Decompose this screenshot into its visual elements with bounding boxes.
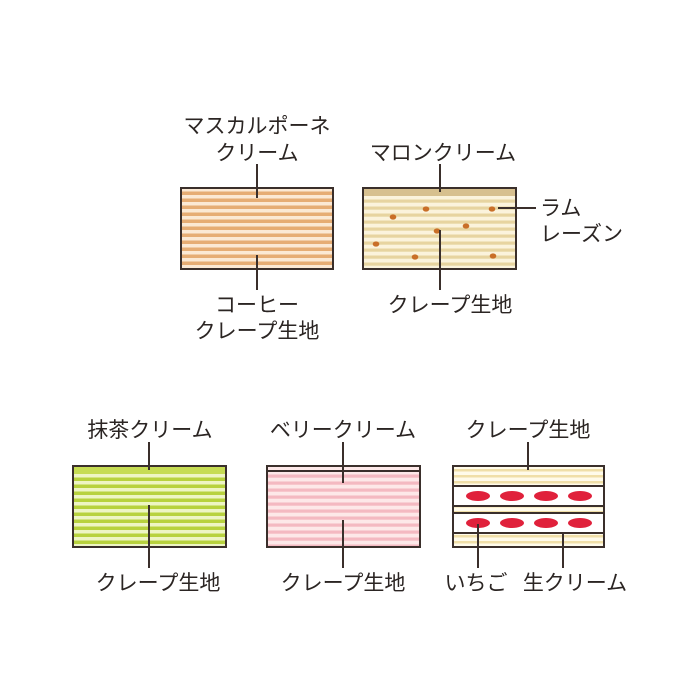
coffee-crepe-layer	[181, 198, 333, 202]
strawberry-slice	[500, 491, 524, 501]
coffee-bottom-label-line1: コーヒー	[215, 293, 299, 317]
raisin	[422, 206, 430, 212]
matcha-bottom-label: クレープ生地	[96, 571, 221, 595]
coffee-crepe-layer	[181, 226, 333, 230]
coffee-crepe-layer	[181, 240, 333, 244]
marron-crepe-layer	[363, 220, 516, 224]
berry-top-label: ベリークリーム	[270, 418, 416, 442]
strawberry-top-label: クレープ生地	[466, 418, 591, 442]
marron-crepe-layer	[363, 227, 516, 231]
berry-crepe-layer	[267, 481, 420, 485]
strawberry-crepe-layer	[453, 481, 604, 484]
matcha-crepe-layer	[73, 491, 226, 495]
coffee-crepe-layer	[181, 212, 333, 216]
strawberry-crepe-layer	[453, 469, 604, 472]
strawberry-slice	[466, 518, 490, 528]
raisin	[488, 206, 496, 212]
raisin	[372, 241, 380, 247]
matcha-top-label: 抹茶クリーム	[87, 418, 212, 442]
strawberry-slice	[466, 491, 490, 501]
marron-crepe-layer	[363, 213, 516, 217]
cake-berry: ベリークリーム クレープ生地	[266, 418, 421, 595]
ichigo-label: いちご	[445, 571, 508, 595]
coffee-crepe-layer	[181, 205, 333, 209]
berry-crepe-layer	[267, 509, 420, 513]
raisin	[433, 228, 441, 234]
raisin	[389, 214, 397, 220]
strawberry-slice	[534, 518, 558, 528]
strawberry-slices	[466, 491, 592, 528]
coffee-top-label-line2: クリーム	[215, 141, 298, 165]
cream-layer-lower	[453, 513, 604, 533]
raisin-label-line1: ラム	[540, 196, 581, 220]
coffee-crepe-layer	[181, 233, 333, 237]
strawberry-slice	[534, 491, 558, 501]
strawberry-slice	[500, 518, 524, 528]
matcha-crepe-layer	[73, 484, 226, 488]
berry-bottom-label: クレープ生地	[281, 571, 406, 595]
coffee-bottom-label-line2: クレープ生地	[195, 319, 320, 343]
matcha-crepe-layer	[73, 498, 226, 502]
berry-crepe-layer	[267, 516, 420, 520]
strawberry-crepe-layer	[453, 541, 604, 544]
raisin-label-line2: レーズン	[540, 222, 623, 246]
strawberry-slice	[568, 491, 592, 501]
raisin	[462, 223, 470, 229]
marron-crepe-layer	[363, 199, 516, 203]
cake-marron: マロンクリーム ラム レーズン クレープ生地	[362, 141, 623, 317]
strawberry-crepe-layer	[453, 475, 604, 478]
berry-crepe-layer	[267, 488, 420, 492]
marron-crepe-layer	[363, 206, 516, 210]
coffee-crepe-layer	[181, 247, 333, 251]
cake-strawberry: クレープ生地 いちご 生クリーム	[445, 418, 628, 595]
coffee-crepe-layer	[181, 219, 333, 223]
cake-coffee: マスカルポーネ クリーム コーヒー クレープ生地	[180, 114, 334, 343]
coffee-top-label-line1: マスカルポーネ	[184, 114, 331, 138]
matcha-crepe-layer	[73, 477, 226, 481]
strawberry-slice	[568, 518, 592, 528]
raisin	[411, 254, 419, 260]
marron-top-label: マロンクリーム	[370, 141, 516, 165]
cake-matcha: 抹茶クリーム クレープ生地	[72, 418, 227, 595]
marron-bottom-label: クレープ生地	[388, 293, 513, 317]
strawberry-crepe-layer	[453, 535, 604, 538]
nama-cream-label: 生クリーム	[523, 571, 627, 595]
raisin	[489, 253, 497, 259]
berry-crepe-layer	[267, 502, 420, 506]
rum-raisins	[372, 206, 497, 260]
berry-crepe-layer	[267, 495, 420, 499]
cream-layer-upper	[453, 486, 604, 506]
